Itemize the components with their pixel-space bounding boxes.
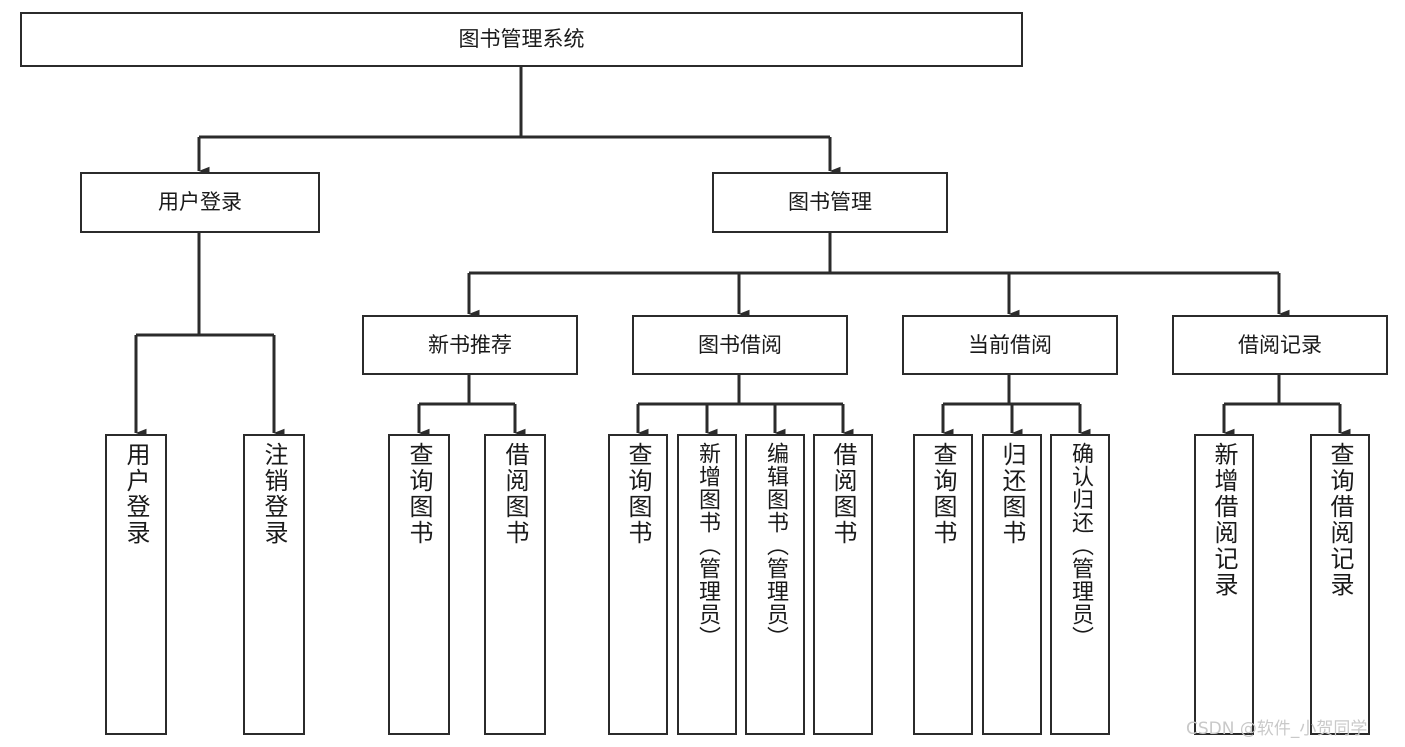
node-leaf-add-borrow-record[interactable]: 新增借阅记录 — [1194, 434, 1254, 735]
node-book-borrow[interactable]: 图书借阅 — [632, 315, 848, 375]
node-label: 图书管理系统 — [458, 27, 585, 52]
node-label: 查询图书 — [929, 442, 957, 546]
node-label: 确认归还（管理员） — [1068, 442, 1093, 649]
node-leaf-query-book-borrow[interactable]: 查询图书 — [608, 434, 668, 735]
node-leaf-edit-book-admin[interactable]: 编辑图书（管理员） — [745, 434, 805, 735]
node-leaf-query-book-cur[interactable]: 查询图书 — [913, 434, 973, 735]
node-label: 借阅记录 — [1238, 332, 1322, 357]
node-leaf-confirm-return-admin[interactable]: 确认归还（管理员） — [1050, 434, 1110, 735]
node-label: 用户登录 — [158, 190, 242, 215]
node-root[interactable]: 图书管理系统 — [20, 12, 1023, 67]
node-label: 注销登录 — [260, 442, 288, 546]
node-label: 新增借阅记录 — [1210, 442, 1238, 598]
node-leaf-logout-login[interactable]: 注销登录 — [243, 434, 305, 735]
node-book-manage[interactable]: 图书管理 — [712, 172, 948, 233]
node-leaf-user-login[interactable]: 用户登录 — [105, 434, 167, 735]
node-label: 图书借阅 — [698, 332, 782, 357]
node-leaf-borrow-book-rec[interactable]: 借阅图书 — [484, 434, 546, 735]
node-label: 当前借阅 — [968, 332, 1052, 357]
node-leaf-return-book[interactable]: 归还图书 — [982, 434, 1042, 735]
node-new-book-recommend[interactable]: 新书推荐 — [362, 315, 578, 375]
node-label: 归还图书 — [998, 442, 1026, 546]
node-label: 借阅图书 — [829, 442, 857, 546]
node-label: 查询图书 — [624, 442, 652, 546]
watermark-text: CSDN @软件_小贺同学 — [1186, 719, 1368, 739]
node-label: 查询借阅记录 — [1326, 442, 1354, 598]
node-leaf-add-book-admin[interactable]: 新增图书（管理员） — [677, 434, 737, 735]
node-leaf-query-book-rec[interactable]: 查询图书 — [388, 434, 450, 735]
node-user-login[interactable]: 用户登录 — [80, 172, 320, 233]
node-label: 新增图书（管理员） — [695, 442, 720, 649]
node-label: 编辑图书（管理员） — [763, 442, 788, 649]
node-label: 用户登录 — [122, 442, 150, 546]
node-borrow-record[interactable]: 借阅记录 — [1172, 315, 1388, 375]
node-leaf-borrow-book[interactable]: 借阅图书 — [813, 434, 873, 735]
node-current-borrow[interactable]: 当前借阅 — [902, 315, 1118, 375]
node-label: 借阅图书 — [501, 442, 529, 546]
edge-layer — [134, 67, 1351, 438]
node-label: 图书管理 — [788, 190, 872, 215]
node-label: 新书推荐 — [428, 332, 512, 357]
node-leaf-query-borrow-record[interactable]: 查询借阅记录 — [1310, 434, 1370, 735]
node-label: 查询图书 — [405, 442, 433, 546]
